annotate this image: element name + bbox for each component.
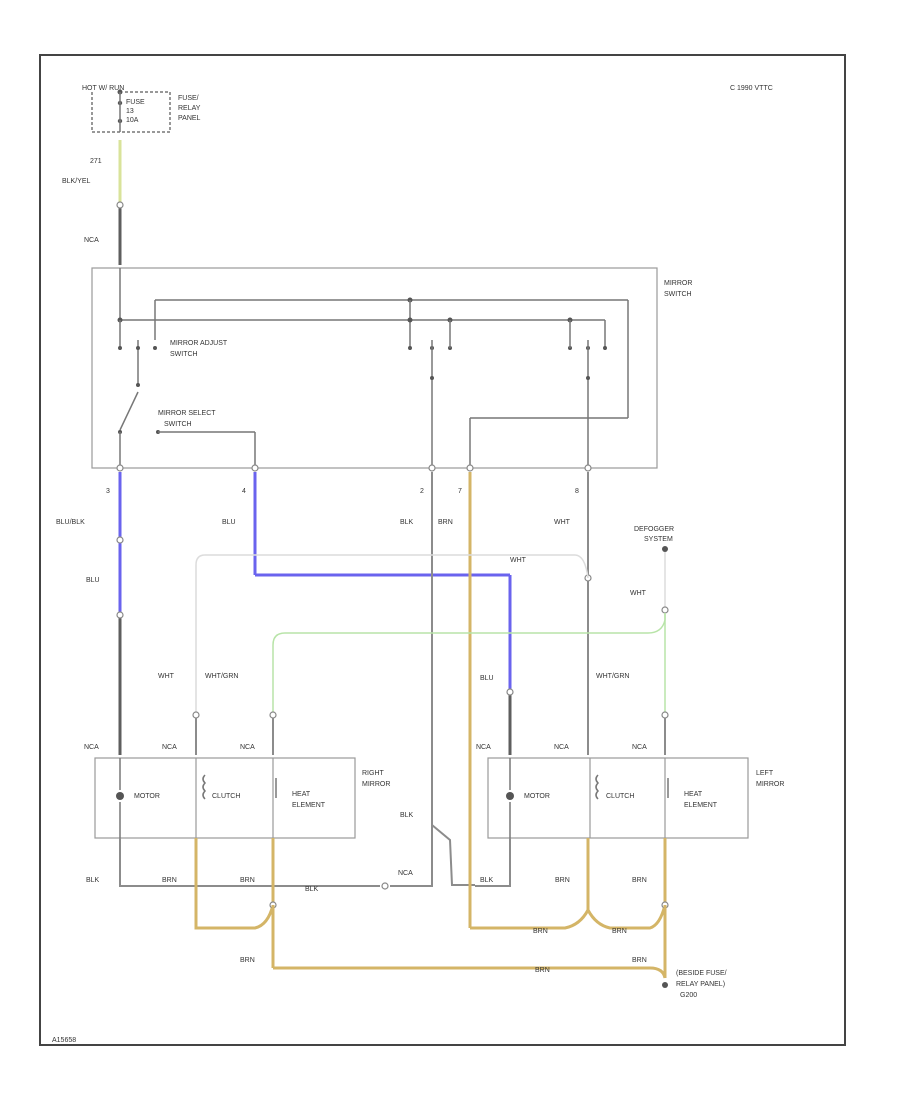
mirror-select-label-2: SWITCH (164, 421, 192, 428)
wire-circuit-271: 271 (90, 158, 102, 165)
left-mirror: LEFT MIRROR MOTOR CLUTCH HEAT ELEMENT (487, 757, 784, 839)
left-motor-label: MOTOR (524, 793, 550, 800)
pin-4: 4 (242, 488, 246, 495)
wire-label-brn-right-heat: BRN (240, 877, 255, 884)
left-clutch-icon (595, 774, 600, 800)
wire-label-brn-pin7-run: BRN (533, 928, 548, 935)
mirror-adjust-label-2: SWITCH (170, 351, 198, 358)
fuse-block: HOT W/ RUN FUSE 13 10A FUSE/ RELAY PANEL (82, 85, 201, 133)
right-clutch-icon (202, 774, 207, 800)
mirror-adjust-label-1: MIRROR ADJUST (170, 340, 228, 347)
wire-label-blk-yel: BLK/YEL (62, 178, 91, 185)
diagram-frame (39, 54, 846, 1046)
mirror-switch-title-2: SWITCH (664, 291, 692, 298)
pin-2: 2 (420, 488, 424, 495)
right-mirror-title-1: RIGHT (362, 770, 385, 777)
ground-point (662, 982, 668, 988)
wire-label-wht-grn-right: WHT/GRN (205, 673, 238, 680)
nca-left-heat: NCA (632, 744, 647, 751)
mirror-switch-title-1: MIRROR (664, 280, 692, 287)
left-heat-label-2: ELEMENT (684, 802, 718, 809)
left-heat-label-1: HEAT (684, 791, 703, 798)
fuse-panel-label-3: PANEL (178, 115, 201, 122)
wire-label-brn-pin7: BRN (438, 519, 453, 526)
right-motor-label: MOTOR (134, 793, 160, 800)
wire-label-brn-left-clutch: BRN (555, 877, 570, 884)
mirror-select-label-1: MIRROR SELECT (158, 410, 216, 417)
fuse-label: FUSE (126, 99, 145, 106)
right-motor-icon (116, 792, 124, 800)
fuse-panel-label-2: RELAY (178, 105, 201, 112)
nca-left-clutch: NCA (554, 744, 569, 751)
wire-label-blu-left: BLU (480, 675, 494, 682)
wire-label-nca-splice: NCA (398, 870, 413, 877)
wire-label-wht-grn-left: WHT/GRN (596, 673, 629, 680)
right-mirror: RIGHT MIRROR MOTOR CLUTCH HEAT ELEMENT (94, 757, 390, 839)
ground-label-2: RELAY PANEL) (676, 981, 725, 988)
wire-label-blk-pin2: BLK (400, 519, 414, 526)
wire-label-brn-left-heat: BRN (632, 877, 647, 884)
right-heat-label-1: HEAT (292, 791, 311, 798)
copyright-text: C 1990 VTTC (730, 85, 773, 92)
wire-label-brn-right-clutch: BRN (162, 877, 177, 884)
defogger-label-2: SYSTEM (644, 536, 673, 543)
fuse-number: 13 (126, 108, 134, 115)
fuse-rating: 10A (126, 117, 139, 124)
pin-7: 7 (458, 488, 462, 495)
nca-right-clutch: NCA (162, 744, 177, 751)
fuse-panel-label-1: FUSE/ (178, 95, 199, 102)
left-mirror-title-1: LEFT (756, 770, 774, 777)
mirror-switch: MIRROR SWITCH MIRROR ADJUST SWITCH (91, 267, 692, 472)
wire-label-blu-blk: BLU/BLK (56, 519, 85, 526)
pin-8: 8 (575, 488, 579, 495)
right-clutch-label: CLUTCH (212, 793, 240, 800)
wire-label-wht-right: WHT (158, 673, 175, 680)
wire-label-blu-right: BLU (86, 577, 100, 584)
fuse-header: HOT W/ RUN (82, 85, 124, 92)
nca-right-heat: NCA (240, 744, 255, 751)
nca-left-motor: NCA (476, 744, 491, 751)
left-clutch-label: CLUTCH (606, 793, 634, 800)
wire-label-wht-defog: WHT (630, 590, 647, 597)
wire-label-blk-mid: BLK (400, 812, 414, 819)
defogger-label-1: DEFOGGER (634, 526, 674, 533)
right-mirror-title-2: MIRROR (362, 781, 390, 788)
wire-label-brn-ground: BRN (632, 957, 647, 964)
diagram-code: A15658 (52, 1037, 76, 1044)
wire-label-nca-top: NCA (84, 237, 99, 244)
left-mirror-title-2: MIRROR (756, 781, 784, 788)
wire-label-wht-cross: WHT (510, 557, 527, 564)
pin-3: 3 (106, 488, 110, 495)
wire-label-blu-pin4: BLU (222, 519, 236, 526)
wire-label-blk-splice: BLK (305, 886, 319, 893)
wire-label-brn-main: BRN (535, 967, 550, 974)
wire-label-brn-right-down: BRN (240, 957, 255, 964)
wire-label-wht-pin8: WHT (554, 519, 571, 526)
wire-label-blk-left-bottom: BLK (480, 877, 494, 884)
wire-label-brn-left-run: BRN (612, 928, 627, 935)
nca-right-motor: NCA (84, 744, 99, 751)
right-heat-label-2: ELEMENT (292, 802, 326, 809)
wire-label-blk-right-bottom: BLK (86, 877, 100, 884)
left-motor-icon (506, 792, 514, 800)
ground-label-1: (BESIDE FUSE/ (676, 970, 727, 977)
ground-label-3: G200 (680, 992, 697, 999)
